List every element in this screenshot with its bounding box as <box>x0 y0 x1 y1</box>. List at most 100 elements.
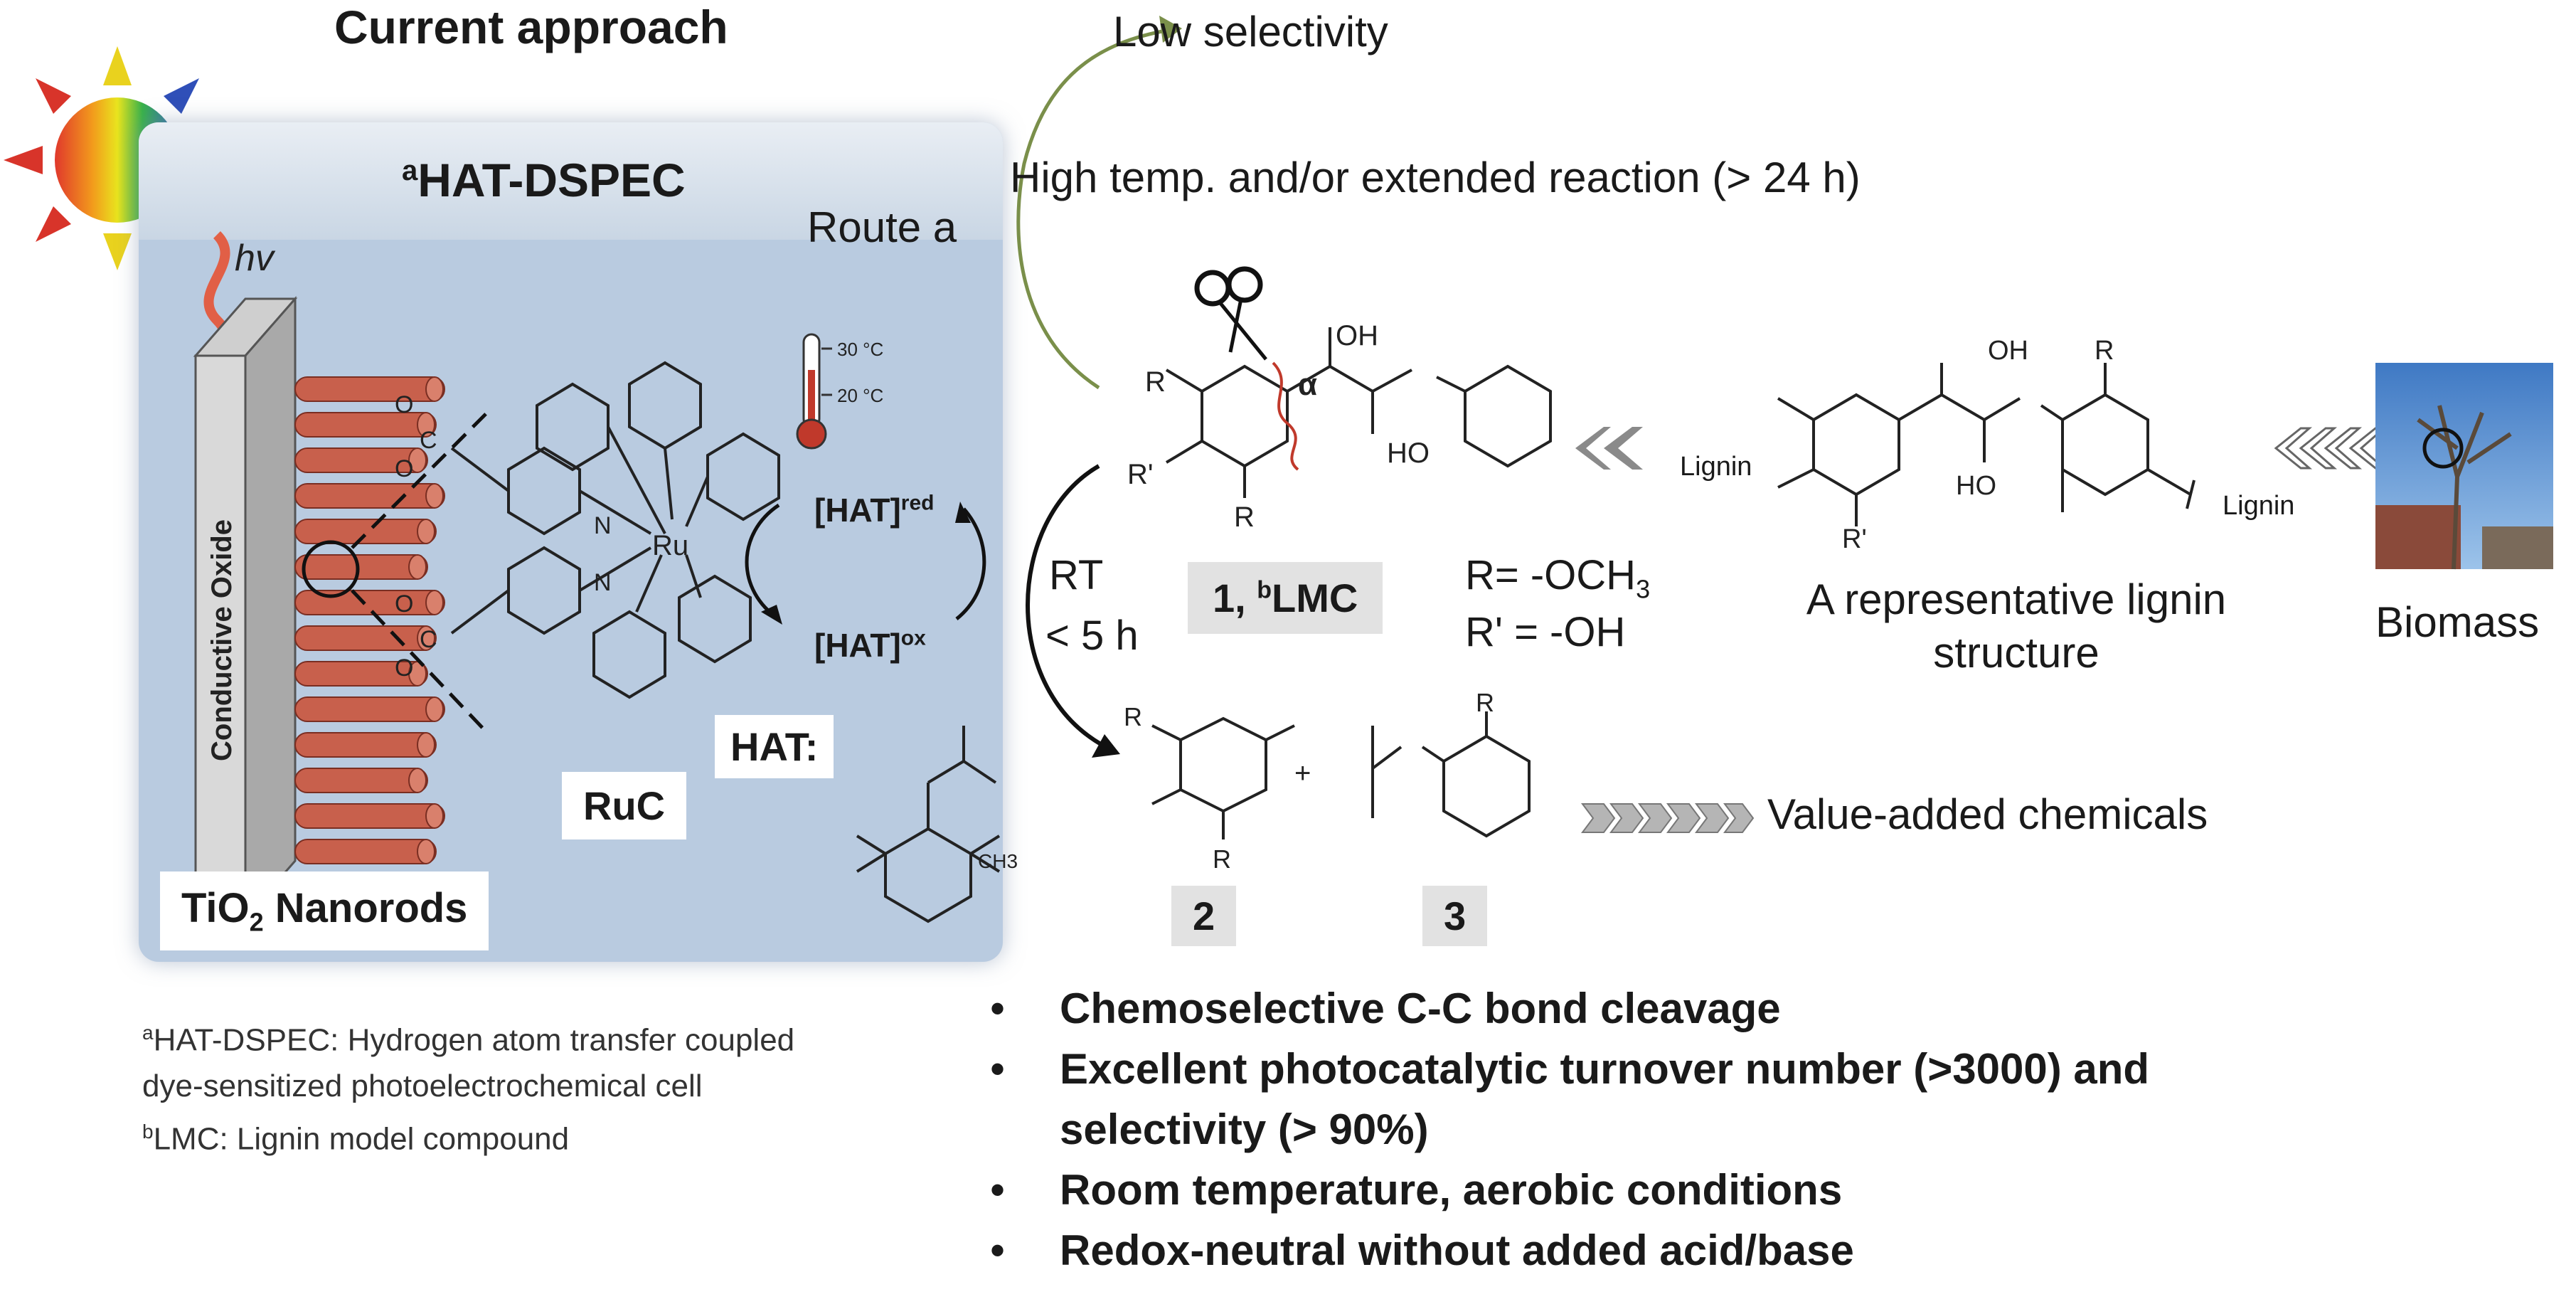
list-item: •Chemoselective C-C bond cleavage <box>990 985 1781 1032</box>
ru-label: Ru <box>652 530 688 561</box>
p2-r-label: R <box>1124 702 1142 731</box>
nanorod <box>294 554 428 580</box>
n-label: N <box>594 512 612 539</box>
ruc-label-box: RuC <box>562 772 687 839</box>
r-prime-definition: R' = -OH <box>1465 609 1626 655</box>
panel-heading-sup: a <box>402 155 418 186</box>
lmc-label-box: 1, bLMC <box>1188 562 1383 634</box>
plus-label: + <box>1294 758 1311 789</box>
nanorod <box>294 661 428 687</box>
panel-heading: aHAT-DSPEC <box>402 153 686 207</box>
list-item: •Room temperature, aerobic conditions <box>990 1166 1843 1214</box>
oh-label: OH <box>1336 320 1378 351</box>
nanorod-cap <box>425 483 444 509</box>
double-chevron-icon <box>1575 427 1643 470</box>
nanorod-cap <box>417 839 435 864</box>
nanorod <box>294 732 437 758</box>
nanorod <box>294 376 445 402</box>
nanorod <box>294 412 437 438</box>
ch3-label: CH3 <box>978 850 1018 872</box>
lignin-ho-label: HO <box>1956 471 1996 501</box>
lignin-structure: OH HO R R' <box>1777 336 2196 554</box>
value-added-label: Value-added chemicals <box>1767 790 2208 838</box>
ruc-label: RuC <box>583 783 666 828</box>
time-label: < 5 h <box>1045 613 1139 659</box>
ho-label: HO <box>1387 438 1430 469</box>
hv-label: hv <box>235 238 276 279</box>
footnote-b: bLMC: Lignin model compound <box>142 1120 570 1157</box>
p3-r-label: R <box>1476 688 1494 717</box>
nanorod <box>294 447 428 473</box>
nanorod <box>294 803 445 829</box>
p2-r-label: R <box>1213 844 1231 874</box>
r-prime-label: R' <box>1127 459 1154 490</box>
panel-heading-text: HAT-DSPEC <box>417 154 686 206</box>
dspec-illustration: hv Conductive Oxide Ru N N C O O C O O <box>193 231 1018 923</box>
biomass-label: Biomass <box>2375 598 2540 646</box>
product-3-box: 3 <box>1422 886 1488 946</box>
r-definition: R= -OCH3 <box>1465 552 1651 604</box>
nanorod-cap <box>425 696 444 722</box>
hat-label: HAT: <box>730 724 819 769</box>
r-label: R <box>1145 366 1166 398</box>
route-a-label: Route a <box>807 203 957 251</box>
lmc-structure: OH α HO R R' R <box>1127 320 1552 533</box>
nanorod-cap <box>425 590 444 615</box>
nanorod <box>294 696 445 722</box>
biomass-image <box>2375 363 2553 570</box>
thermometer-icon <box>796 333 832 450</box>
nanorod-cap <box>417 625 435 651</box>
product-2-box: 2 <box>1171 886 1237 946</box>
nanorod-cap <box>408 768 427 793</box>
nanorod <box>294 519 437 544</box>
route-a-arrow <box>1016 16 1182 390</box>
hat-red-label: [HAT]red <box>814 491 935 529</box>
footnote-a-cont: dye-sensitized photoelectrochemical cell <box>142 1068 703 1103</box>
multi-chevron-icon <box>2274 427 2387 470</box>
lignin-caption: A representative lignin structure <box>1806 576 2227 677</box>
o-label: O <box>395 391 413 418</box>
list-item: •Excellent photocatalytic turnover numbe… <box>990 1045 2150 1093</box>
hat-label-box: HAT: <box>715 715 834 778</box>
route-conditions-label: High temp. and/or extended reaction (> 2… <box>1010 154 1861 201</box>
o-label: O <box>395 590 413 618</box>
o-label: O <box>395 655 413 682</box>
route-b-arrow <box>1026 464 1120 758</box>
nanorod-cap <box>417 519 435 544</box>
list-item: •Redox-neutral without added acid/base <box>990 1226 1854 1274</box>
conductive-oxide-label: Conductive Oxide <box>206 519 238 761</box>
nanorods <box>294 376 445 900</box>
footnotes: aHAT-DSPEC: Hydrogen atom transfer coupl… <box>142 1010 794 1162</box>
scissors-icon <box>1194 266 1267 361</box>
nanorod <box>294 768 428 793</box>
page-title: Current approach <box>334 1 728 53</box>
lignin-oh-label: OH <box>1988 336 2028 366</box>
rt-label: RT <box>1049 552 1104 598</box>
nanorod <box>294 625 437 651</box>
products-structures: R R + R <box>1124 688 1531 874</box>
hat-ox-label: [HAT]ox <box>814 626 926 664</box>
thermo-high-label: 30 °C <box>837 339 883 360</box>
dspec-panel-header <box>139 122 1003 240</box>
o-label: O <box>395 455 413 482</box>
forward-chevron-icon <box>1581 803 1755 833</box>
c-label: C <box>420 427 437 454</box>
nanorod-cap <box>408 447 427 473</box>
nanorod <box>294 839 437 864</box>
nanorod <box>294 483 445 509</box>
r-label: R <box>1234 502 1255 533</box>
lignin-r-label: R <box>2095 336 2114 366</box>
advantages-list: •Chemoselective C-C bond cleavage •Excel… <box>981 978 2546 1281</box>
lignin-right-label: Lignin <box>2223 491 2295 521</box>
alpha-label: α <box>1298 367 1317 402</box>
nanorod-cap <box>417 732 435 758</box>
low-selectivity-label: Low selectivity <box>1113 8 1388 55</box>
nanorod-cap <box>425 803 444 829</box>
lignin-left-label: Lignin <box>1680 452 1752 482</box>
nanorod-cap <box>417 412 435 438</box>
thermo-low-label: 20 °C <box>837 385 883 406</box>
nanorod-cap <box>408 554 427 580</box>
tio2-label-box: TiO2 Nanorods <box>160 871 489 950</box>
c-label: C <box>420 626 437 653</box>
footnote-a: aHAT-DSPEC: Hydrogen atom transfer coupl… <box>142 1022 795 1058</box>
